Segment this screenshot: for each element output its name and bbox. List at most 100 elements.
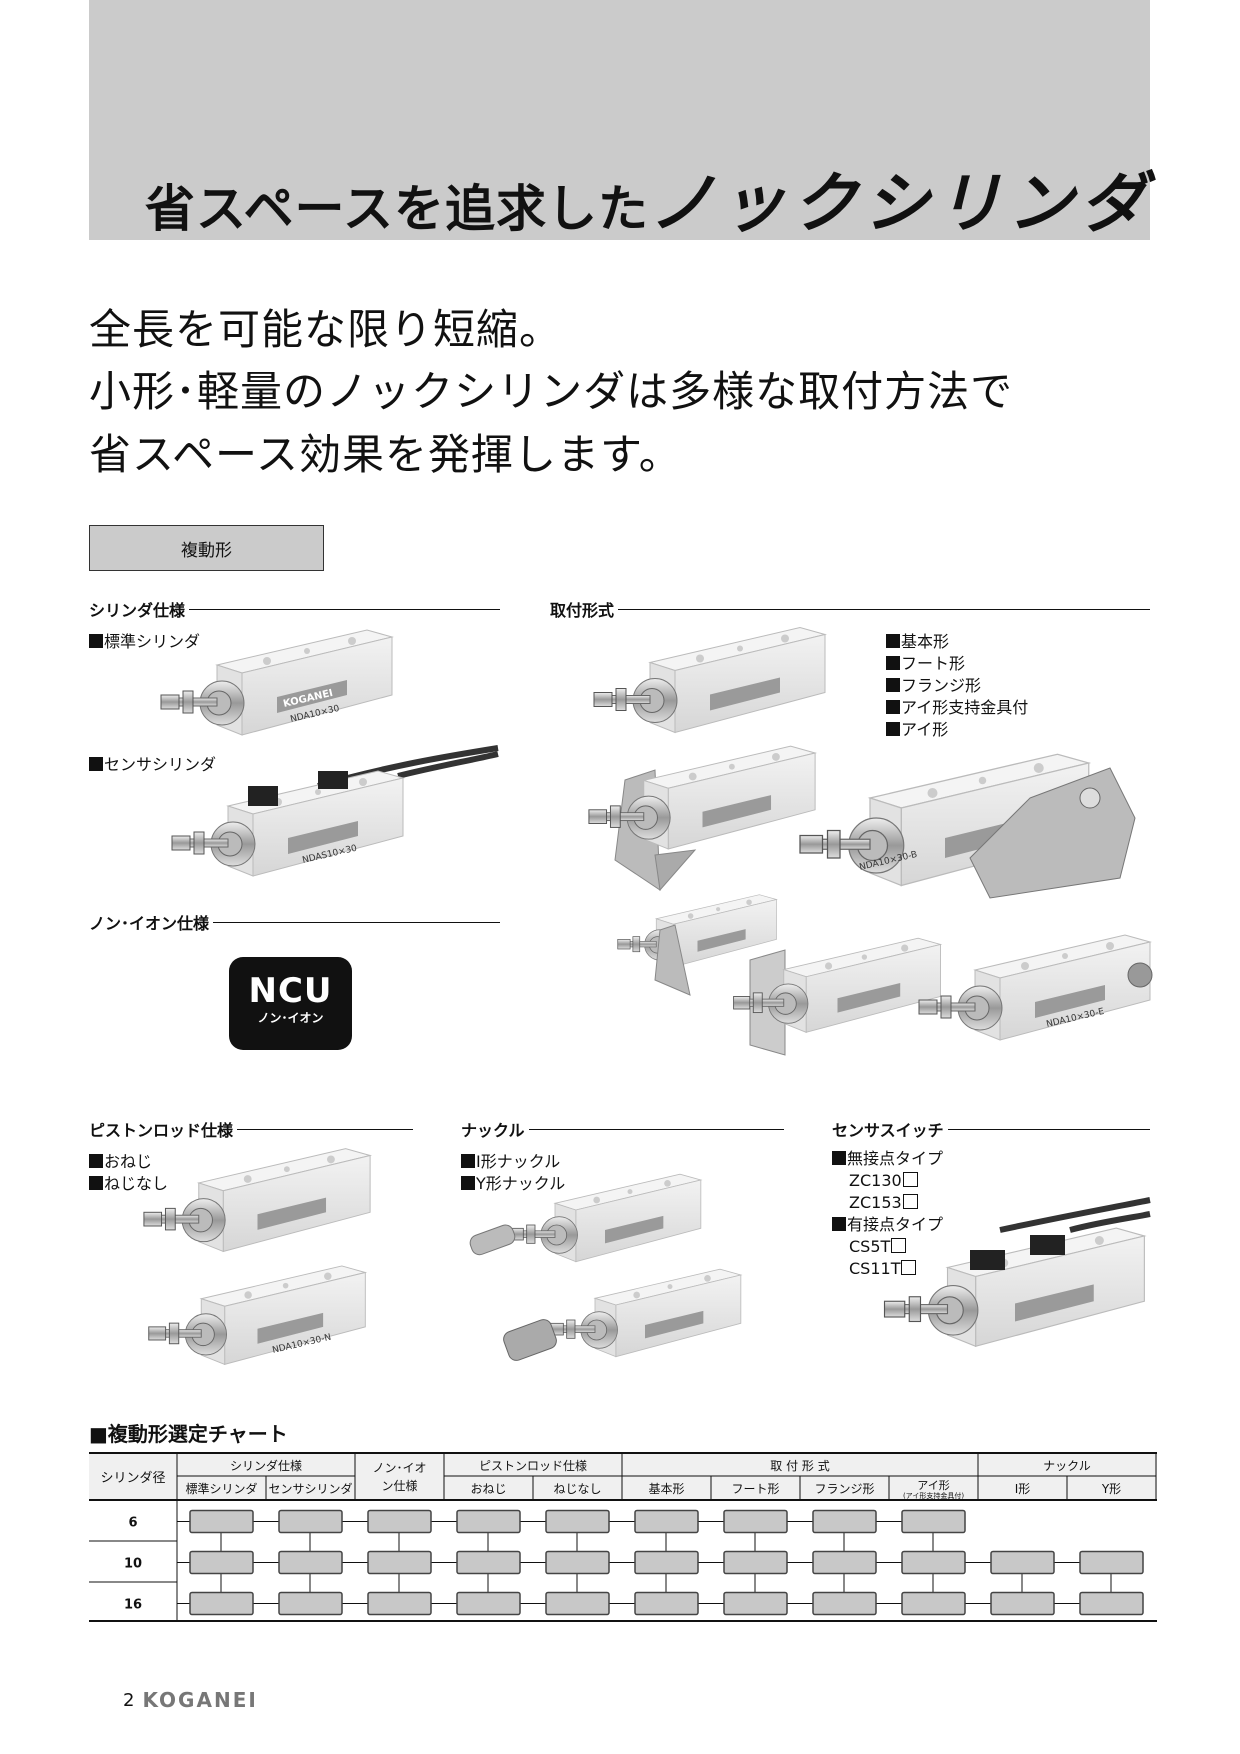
chart-node <box>367 1550 432 1575</box>
switch-group: 有接点タイプ <box>832 1214 943 1236</box>
chart-node <box>812 1550 877 1575</box>
column-header: ねじなし <box>553 1482 601 1496</box>
knuckle-list: I形ナックル Y形ナックル <box>461 1151 565 1195</box>
column-header: (アイ形支持金具付) <box>903 1491 964 1500</box>
ncu-logo-sub: ノン･イオン <box>257 1011 324 1025</box>
chart-node <box>990 1591 1055 1616</box>
sensor-switch-list: 無接点タイプ ZC130 ZC153 有接点タイプ CS5T CS11T <box>832 1148 943 1280</box>
item-label: I形ナックル <box>476 1152 561 1171</box>
section-title: シリンダ仕様 <box>89 601 186 620</box>
model-label: CS5T <box>849 1237 891 1256</box>
column-header: I形 <box>1015 1482 1031 1496</box>
lead-line-3: 省スペース効果を発揮します。 <box>89 430 682 479</box>
model-label: ZC130 <box>849 1171 902 1190</box>
type-label-box: 複動形 <box>89 525 324 571</box>
item-label: センサシリンダ <box>104 755 217 774</box>
section-title: ノン･イオン仕様 <box>89 914 210 933</box>
square-bullet-icon <box>886 656 900 670</box>
chart-node <box>901 1550 966 1575</box>
chart-node <box>367 1591 432 1616</box>
divider <box>189 608 500 610</box>
plain-rod-image: NDA10×30-N <box>145 1260 370 1375</box>
switch-model: ZC153 <box>832 1192 943 1214</box>
item-label: アイ形 <box>901 720 949 739</box>
group-header: ノン･イオ <box>372 1461 426 1475</box>
item-label: 有接点タイプ <box>847 1215 944 1234</box>
item-label: おねじ <box>104 1152 153 1171</box>
title-prefix: 省スペースを追求した <box>145 180 649 238</box>
chart-node <box>723 1509 788 1534</box>
switch-model: CS5T <box>832 1236 943 1258</box>
square-bullet-icon <box>886 722 900 736</box>
chart-node <box>812 1591 877 1616</box>
bore-value: 10 <box>124 1557 142 1572</box>
model-label: CS11T <box>849 1259 901 1278</box>
section-mounting: 取付形式 <box>550 597 1150 621</box>
item-label: 標準シリンダ <box>104 632 201 651</box>
foot-mount-image <box>585 740 820 892</box>
piston-item: おねじ <box>89 1151 168 1173</box>
square-bullet-icon <box>832 1151 846 1165</box>
placeholder-box-icon <box>901 1260 917 1275</box>
chart-node <box>634 1509 699 1534</box>
sensor-switch-image <box>880 1197 1151 1360</box>
piston-item: ねじなし <box>89 1173 168 1195</box>
item-standard-cylinder: 標準シリンダ <box>89 631 200 653</box>
mounting-list: 基本形 フート形 フランジ形 アイ形支持金具付 アイ形 <box>886 631 1028 741</box>
square-bullet-icon <box>832 1217 846 1231</box>
mount-item: フランジ形 <box>886 675 1028 697</box>
bore-value: 6 <box>128 1516 137 1531</box>
switch-model: ZC130 <box>832 1170 943 1192</box>
chart-node <box>456 1509 521 1534</box>
title-main: ノックシリンダ <box>649 165 1152 242</box>
group-header: 取 付 形 式 <box>770 1459 829 1473</box>
square-bullet-icon <box>89 634 103 648</box>
basic-mount-image <box>590 620 830 745</box>
group-header: シリンダ仕様 <box>230 1458 302 1473</box>
chart-node <box>990 1550 1055 1575</box>
switch-group: 無接点タイプ <box>832 1148 943 1170</box>
placeholder-box-icon <box>891 1238 907 1253</box>
chart-node <box>545 1550 610 1575</box>
square-bullet-icon <box>461 1154 475 1168</box>
eye-bracket-mount-image: NDA10×30-B <box>790 738 1136 899</box>
square-bullet-icon <box>886 678 900 692</box>
section-title: ピストンロッド仕様 <box>89 1121 234 1140</box>
chart-node <box>634 1550 699 1575</box>
section-title: センサスイッチ <box>832 1121 944 1140</box>
knuckle-item: Y形ナックル <box>461 1173 565 1195</box>
column-header: おねじ <box>470 1482 506 1496</box>
lead-line-2: 小形･軽量のノックシリンダは多様な取付方法で <box>89 367 1014 416</box>
flange-mount-image <box>730 930 945 1056</box>
section-title: 取付形式 <box>550 601 615 620</box>
chart-node <box>1079 1550 1144 1575</box>
column-header: Y形 <box>1101 1482 1121 1496</box>
square-bullet-icon <box>89 1176 103 1190</box>
piston-rod-list: おねじ ねじなし <box>89 1151 168 1195</box>
section-knuckle: ナックル <box>461 1117 784 1141</box>
square-bullet-icon <box>886 634 900 648</box>
mount-item: フート形 <box>886 653 1028 675</box>
selection-chart: シリンダ径シリンダ仕様標準シリンダセンサシリンダノン･イオン仕様ピストンロッド仕… <box>89 1452 1157 1622</box>
mount-item: 基本形 <box>886 631 1028 653</box>
group-header: ピストンロッド仕様 <box>479 1459 587 1473</box>
group-header: ン仕様 <box>381 1479 417 1493</box>
chart-node <box>456 1550 521 1575</box>
section-non-ion: ノン･イオン仕様 <box>89 910 500 934</box>
group-header: ナックル <box>1043 1459 1091 1473</box>
chart-node <box>1079 1591 1144 1616</box>
square-bullet-icon <box>886 700 900 714</box>
square-bullet-icon <box>89 757 103 771</box>
item-label: フート形 <box>901 654 966 673</box>
title-banner <box>89 0 1150 240</box>
male-thread-rod-image <box>140 1140 375 1265</box>
item-label: ねじなし <box>104 1174 169 1193</box>
section-sensor-switch: センサスイッチ <box>832 1117 1150 1141</box>
bore-value: 16 <box>124 1598 142 1613</box>
page-number: 2 <box>123 1689 135 1711</box>
lead-line-1: 全長を可能な限り短縮。 <box>89 305 563 354</box>
placeholder-box-icon <box>902 1172 918 1187</box>
page-title: 省スペースを追求したノックシリンダ <box>145 150 1152 246</box>
item-sensor-cylinder: センサシリンダ <box>89 754 216 776</box>
